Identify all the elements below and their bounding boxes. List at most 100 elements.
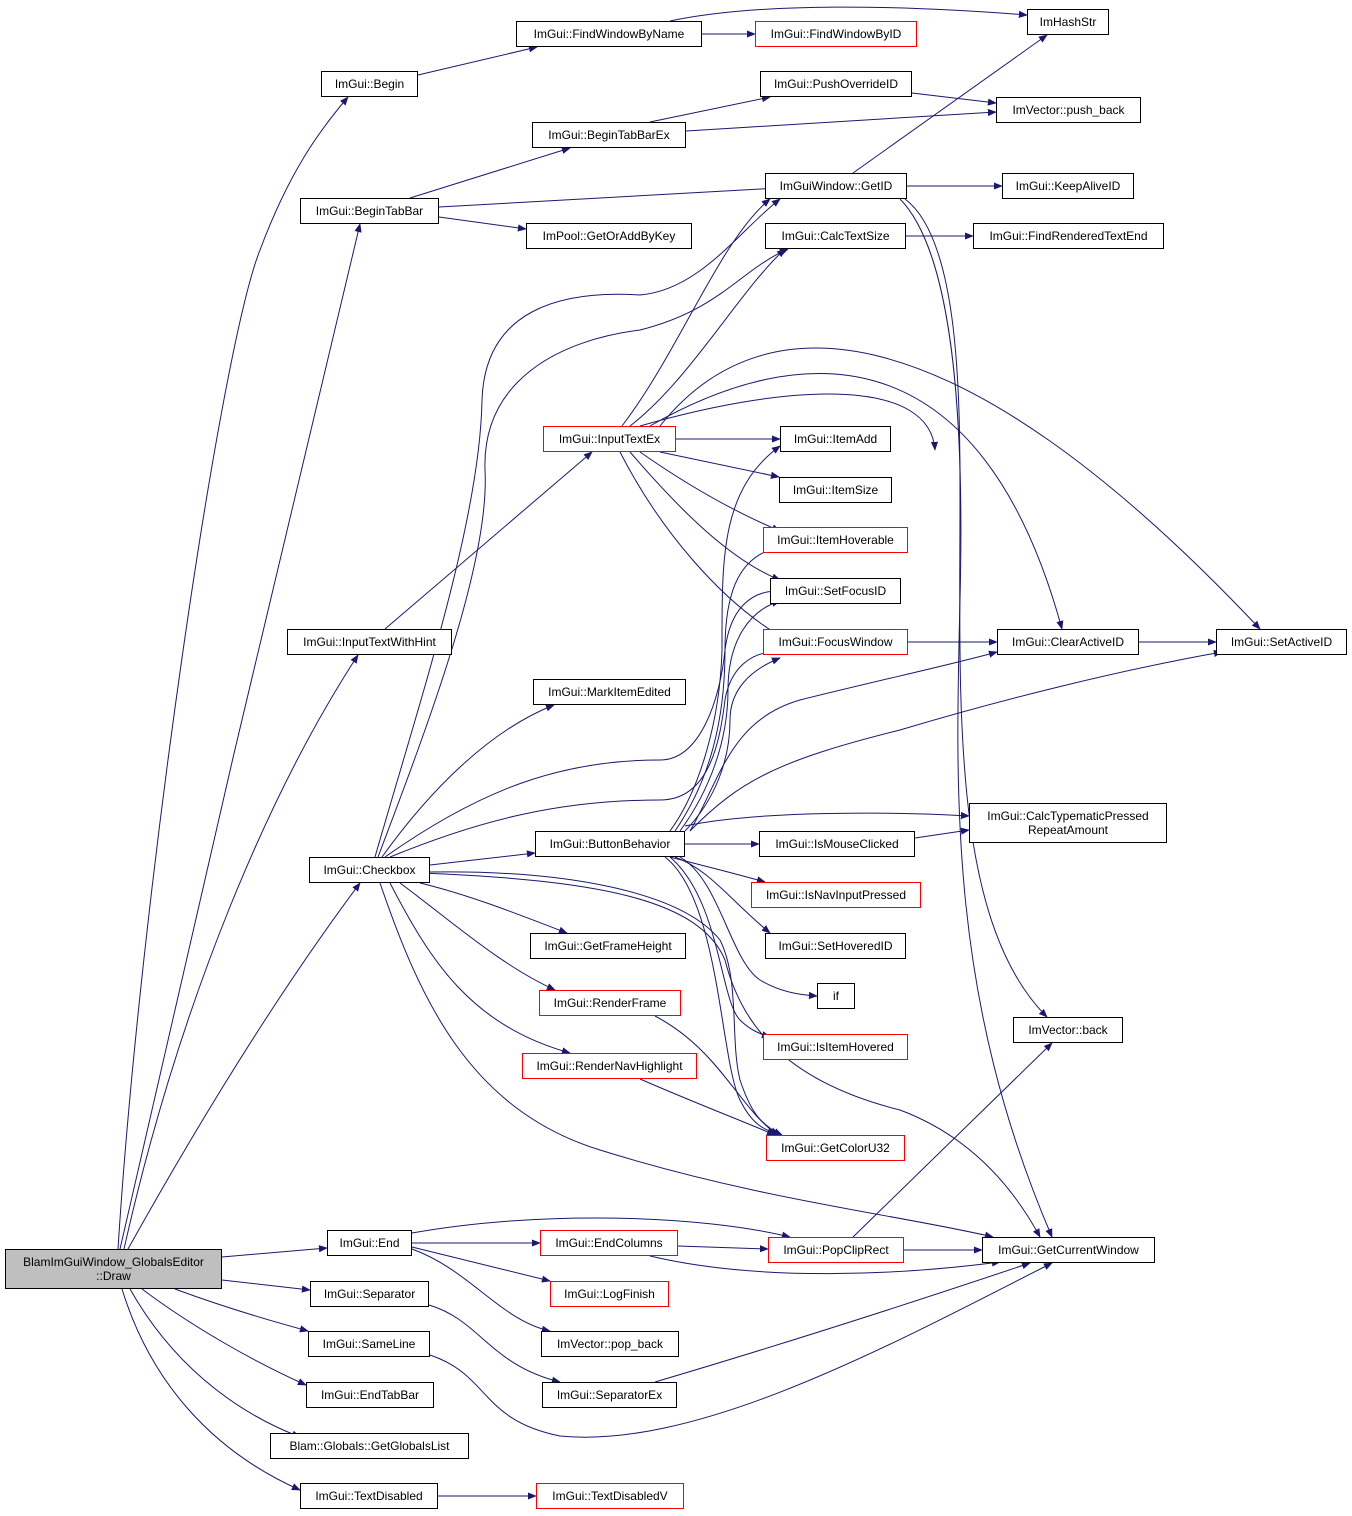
node-get-color-u32[interactable]: ImGui::GetColorU32 (766, 1135, 905, 1161)
node-label: ImGui::PushOverrideID (773, 77, 899, 91)
node-label: ImGui::BeginTabBar (315, 204, 424, 218)
node-find-window-by-id[interactable]: ImGui::FindWindowByID (755, 21, 917, 47)
edge-buttonbehavior-calctypematic (684, 811, 970, 827)
edge-checkbox-getcolor (429, 871, 783, 1136)
node-label: Blam::Globals::GetGlobalsList (289, 1439, 450, 1453)
edge-buttonbehavior-sethoveredid (674, 856, 771, 934)
node-label: ImGui::LogFinish (564, 1287, 655, 1301)
edge-inputtextwithhint-inputtextex (384, 451, 593, 630)
edge-end-popback (411, 1248, 551, 1333)
node-keep-alive-id[interactable]: ImGui::KeepAliveID (1002, 173, 1134, 199)
node-get-current-window[interactable]: ImGui::GetCurrentWindow (982, 1237, 1155, 1263)
node-get-frame-height[interactable]: ImGui::GetFrameHeight (530, 933, 686, 959)
node-text-disabled[interactable]: ImGui::TextDisabled (300, 1483, 438, 1509)
node-begin-tab-bar-ex[interactable]: ImGui::BeginTabBarEx (532, 122, 686, 148)
edge-buttonbehavior-setactiveid (689, 649, 1223, 832)
node-label: ImGui::IsNavInputPressed (765, 888, 907, 902)
edge-root-checkbox (127, 882, 361, 1250)
edge-begintabbar-begintabbarex (409, 146, 571, 199)
node-label: ImGui::ClearActiveID (1011, 635, 1125, 649)
edge-inputtextex-setactiveid (659, 347, 1261, 630)
node-button-behavior[interactable]: ImGui::ButtonBehavior (535, 831, 685, 857)
node-end[interactable]: ImGui::End (327, 1230, 412, 1256)
node-input-text-with-hint[interactable]: ImGui::InputTextWithHint (287, 629, 452, 655)
edge-begintabbarex-pushoverrideid (649, 95, 771, 123)
edge-inputtextex-back (639, 393, 938, 451)
edge-root-begin (117, 96, 349, 1250)
node-label: ImGui::ItemAdd (793, 432, 878, 446)
node-label: ImGui::CalcTextSize (781, 229, 890, 243)
node-end-tab-bar[interactable]: ImGui::EndTabBar (306, 1382, 434, 1408)
node-label: ImGui::TextDisabledV (552, 1489, 668, 1503)
node-render-nav-highlight[interactable]: ImGui::RenderNavHighlight (522, 1053, 697, 1079)
edge-checkbox-markitemedited (381, 704, 555, 858)
edge-checkbox-renderframe (399, 882, 556, 991)
node-item-size[interactable]: ImGui::ItemSize (779, 477, 892, 503)
node-getid[interactable]: ImGuiWindow::GetID (765, 173, 907, 199)
node-is-mouse-clicked[interactable]: ImGui::IsMouseClicked (759, 831, 915, 857)
node-input-text-ex[interactable]: ImGui::InputTextEx (543, 426, 676, 452)
edge-buttonbehavior-if (679, 856, 818, 1000)
node-label: ImGui::EndTabBar (320, 1388, 420, 1402)
node-text-disabled-v[interactable]: ImGui::TextDisabledV (536, 1483, 684, 1509)
node-label: ImGui::SeparatorEx (556, 1388, 663, 1402)
edge-root-begintabbar (119, 223, 362, 1250)
node-calc-typematic[interactable]: ImGui::CalcTypematicPressed RepeatAmount (969, 803, 1167, 843)
node-set-hovered-id[interactable]: ImGui::SetHoveredID (765, 933, 906, 959)
node-mark-item-edited[interactable]: ImGui::MarkItemEdited (533, 679, 686, 705)
node-label: ImGui::KeepAliveID (1015, 179, 1121, 193)
edge-sameline-getcurrentwindow (429, 1262, 1053, 1438)
node-checkbox[interactable]: ImGui::Checkbox (309, 857, 430, 883)
edge-separator-separatorex (428, 1304, 561, 1384)
edge-checkbox-focuswindow (389, 647, 781, 858)
node-root-line1: BlamImGuiWindow_GlobalsEditor (23, 1255, 204, 1269)
node-label: ImGuiWindow::GetID (779, 179, 893, 193)
edge-checkbox-getcurrentwindow2 (419, 872, 1041, 1238)
node-push-override-id[interactable]: ImGui::PushOverrideID (760, 71, 912, 97)
node-imvector-pop-back[interactable]: ImVector::pop_back (541, 1331, 679, 1357)
edge-end-logfinish (411, 1246, 551, 1283)
edge-separatorex-getcurrentwindow (654, 1262, 1031, 1383)
node-get-globals-list[interactable]: Blam::Globals::GetGlobalsList (270, 1433, 469, 1459)
node-end-columns[interactable]: ImGui::EndColumns (540, 1230, 678, 1256)
node-imvector-back[interactable]: ImVector::back (1013, 1017, 1123, 1043)
node-find-rendered-text-end[interactable]: ImGui::FindRenderedTextEnd (973, 223, 1164, 249)
node-label: ImGui::Checkbox (323, 863, 416, 877)
node-same-line[interactable]: ImGui::SameLine (308, 1331, 430, 1357)
node-separator[interactable]: ImGui::Separator (310, 1281, 429, 1307)
node-item-hoverable[interactable]: ImGui::ItemHoverable (763, 527, 908, 553)
node-imhashstr[interactable]: ImHashStr (1027, 9, 1109, 35)
node-begin-tab-bar[interactable]: ImGui::BeginTabBar (300, 198, 439, 224)
edge-pushoverrideid-pushback (911, 92, 997, 106)
node-focus-window[interactable]: ImGui::FocusWindow (763, 629, 908, 655)
node-label: ImGui::InputTextWithHint (303, 635, 436, 649)
node-label: ImGui::ItemHoverable (777, 533, 894, 547)
node-calc-text-size[interactable]: ImGui::CalcTextSize (765, 223, 906, 249)
node-label: ImPool::GetOrAddByKey (542, 229, 676, 243)
node-is-item-hovered[interactable]: ImGui::IsItemHovered (763, 1034, 908, 1060)
edge-checkbox-setfocusid (384, 587, 781, 858)
node-if[interactable]: if (817, 983, 855, 1009)
edge-root-sameline (174, 1288, 309, 1333)
edge-rendernavhighlight-getcolor (639, 1078, 776, 1136)
edge-end-popcliprect (411, 1217, 791, 1239)
node-label-line2: RepeatAmount (1027, 823, 1109, 837)
node-imvector-push-back[interactable]: ImVector::push_back (996, 97, 1141, 123)
edge-buttonbehavior-focuswindow (684, 657, 781, 832)
node-label: ImGui::FindRenderedTextEnd (989, 229, 1148, 243)
node-find-window-by-name[interactable]: ImGui::FindWindowByName (516, 21, 702, 47)
node-separator-ex[interactable]: ImGui::SeparatorEx (542, 1382, 677, 1408)
node-set-focus-id[interactable]: ImGui::SetFocusID (770, 578, 901, 604)
node-pop-clip-rect[interactable]: ImGui::PopClipRect (768, 1237, 904, 1263)
node-clear-active-id[interactable]: ImGui::ClearActiveID (997, 629, 1139, 655)
node-begin[interactable]: ImGui::Begin (321, 71, 418, 97)
node-item-add[interactable]: ImGui::ItemAdd (780, 426, 891, 452)
edge-checkbox-getcurrentwindow (379, 882, 994, 1239)
node-impool-get-or-add[interactable]: ImPool::GetOrAddByKey (526, 223, 692, 249)
node-set-active-id[interactable]: ImGui::SetActiveID (1216, 629, 1347, 655)
node-log-finish[interactable]: ImGui::LogFinish (550, 1281, 669, 1307)
edge-begin-findwindowbyname (417, 45, 538, 76)
node-render-frame[interactable]: ImGui::RenderFrame (539, 990, 681, 1016)
node-label: if (833, 989, 839, 1003)
node-is-nav-input-pressed[interactable]: ImGui::IsNavInputPressed (751, 882, 921, 908)
